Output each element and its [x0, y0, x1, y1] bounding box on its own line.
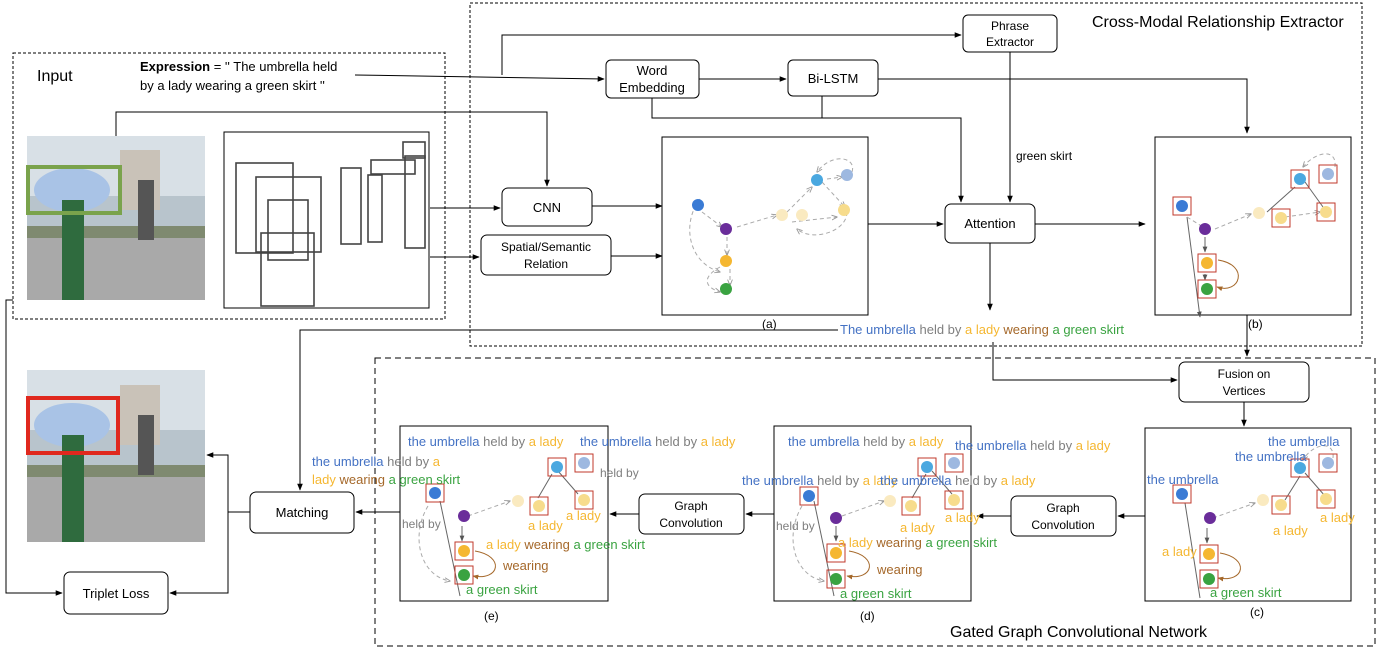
d-phrase-5: a lady wearing a green skirt: [838, 535, 997, 550]
c-lady-2: a lady: [1273, 523, 1308, 538]
svg-text:Spatial/Semantic: Spatial/Semantic: [501, 240, 591, 254]
e-wearing: wearing: [502, 558, 549, 573]
ggcn-title: Gated Graph Convolutional Network: [950, 624, 1208, 641]
node-umbrella: [692, 199, 704, 211]
graph-panel-e: the umbrella held by a lady the umbrella…: [312, 425, 736, 623]
svg-text:Fusion on: Fusion on: [1218, 367, 1271, 381]
c-umbrella-3: the umbrella: [1147, 472, 1219, 487]
d-lady-1: a lady: [900, 520, 935, 535]
bilstm-box: Bi-LSTM: [787, 59, 879, 97]
svg-text:Vertices: Vertices: [1223, 384, 1266, 398]
svg-text:Extractor: Extractor: [986, 35, 1034, 49]
expression-line2: by a lady wearing a green skirt '': [140, 78, 325, 93]
e-held-by-2: held by: [402, 517, 441, 531]
d-phrase-4: the umbrella held by a lady: [880, 473, 1036, 488]
svg-text:Graph: Graph: [1046, 501, 1079, 515]
node-pale-1: [776, 209, 788, 221]
sentence-segment: held by: [916, 322, 965, 337]
triplet-loss-box: Triplet Loss: [63, 571, 169, 615]
expression-line1: Expression = '' The umbrella held: [140, 59, 337, 74]
svg-text:Bi-LSTM: Bi-LSTM: [808, 71, 859, 86]
input-bbox: [26, 165, 122, 215]
graph-conv-box-1: Graph Convolution: [1010, 495, 1117, 537]
node-skirt: [720, 283, 732, 295]
attention-box: Attention: [944, 203, 1036, 244]
svg-text:Matching: Matching: [276, 505, 329, 520]
e-lady-1: a lady: [528, 518, 563, 533]
svg-text:Convolution: Convolution: [659, 516, 722, 530]
panel-e-label: (e): [484, 609, 499, 623]
spatial-semantic-box: Spatial/Semantic Relation: [480, 234, 612, 276]
d-phrase-2: the umbrella held by a lady: [955, 438, 1111, 453]
c-lady-1: a lady: [1162, 544, 1197, 559]
d-phrase-1: the umbrella held by a lady: [788, 434, 944, 449]
green-skirt-label: green skirt: [1016, 149, 1073, 163]
matching-box: Matching: [249, 491, 355, 534]
e-lady-2: a lady: [566, 508, 601, 523]
cmre-title: Cross-Modal Relationship Extractor: [1092, 14, 1344, 31]
graph-panel-d: the umbrella held by a lady the umbrella…: [742, 425, 1111, 623]
node-pale-2: [796, 209, 808, 221]
cnn-box: CNN: [501, 187, 593, 227]
node-lady-person: [720, 223, 732, 235]
svg-text:CNN: CNN: [533, 200, 561, 215]
e-held-by-1: held by: [600, 466, 639, 480]
node-paleblue: [841, 169, 853, 181]
graph-panel-b: (b): [1154, 136, 1352, 331]
e-phrase-2: the umbrella held by a lady: [580, 434, 736, 449]
ggcn-region: [374, 357, 1376, 647]
e-phrase-1: the umbrella held by a lady: [408, 434, 564, 449]
svg-text:Word: Word: [637, 63, 668, 78]
proposal-boxes: [223, 131, 430, 309]
sentence-segment: The umbrella: [840, 322, 917, 337]
node-yellow: [838, 204, 850, 216]
d-wearing: wearing: [876, 562, 923, 577]
e-phrase-3b: lady wearing a green skirt: [312, 472, 461, 487]
d-held-by: held by: [776, 519, 815, 533]
input-title: Input: [37, 68, 73, 85]
output-photo: [26, 370, 205, 542]
graph-panel-c: the umbrella the umbrella the umbrella a…: [1144, 427, 1355, 619]
svg-text:Relation: Relation: [524, 257, 568, 271]
cmre-region: [469, 2, 1363, 347]
panel-c-label: (c): [1250, 605, 1264, 619]
panel-d-label: (d): [860, 609, 875, 623]
sentence-segment: a green skirt: [1052, 322, 1124, 337]
node-lady: [720, 255, 732, 267]
d-phrase-3: the umbrella held by a lady: [742, 473, 898, 488]
svg-text:Triplet Loss: Triplet Loss: [83, 586, 150, 601]
sentence-segment: wearing: [1000, 322, 1053, 337]
d-skirt: a green skirt: [840, 586, 912, 601]
phrase-extractor-box: Phrase Extractor: [962, 14, 1058, 53]
node-blue: [811, 174, 823, 186]
input-photo: [26, 136, 205, 300]
fusion-box: Fusion on Vertices: [1178, 361, 1310, 403]
svg-text:Graph: Graph: [674, 499, 707, 513]
panel-b-label: (b): [1248, 317, 1263, 331]
c-lady-3: a lady: [1320, 510, 1355, 525]
sentence-segment: a lady: [965, 322, 1000, 337]
panel-a-label: (a): [762, 317, 777, 331]
svg-text:Phrase: Phrase: [991, 19, 1029, 33]
c-umbrella-2: the umbrella: [1235, 449, 1307, 464]
output-bbox: [26, 396, 120, 455]
d-lady-2: a lady: [945, 510, 980, 525]
svg-text:Embedding: Embedding: [619, 80, 685, 95]
graph-conv-box-2: Graph Convolution: [638, 493, 745, 535]
attention-sentence: The umbrella held by a lady wearing a gr…: [840, 322, 1124, 337]
c-umbrella-1: the umbrella: [1268, 434, 1340, 449]
input-region: [12, 52, 446, 320]
word-embedding-box: Word Embedding: [605, 59, 700, 99]
c-skirt: a green skirt: [1210, 585, 1282, 600]
svg-text:Attention: Attention: [964, 216, 1015, 231]
graph-panel-a: (a): [661, 136, 869, 331]
e-phrase-3a: the umbrella held by a: [312, 454, 441, 469]
e-phrase-4: a lady wearing a green skirt: [486, 537, 645, 552]
svg-text:Convolution: Convolution: [1031, 518, 1094, 532]
e-skirt: a green skirt: [466, 582, 538, 597]
